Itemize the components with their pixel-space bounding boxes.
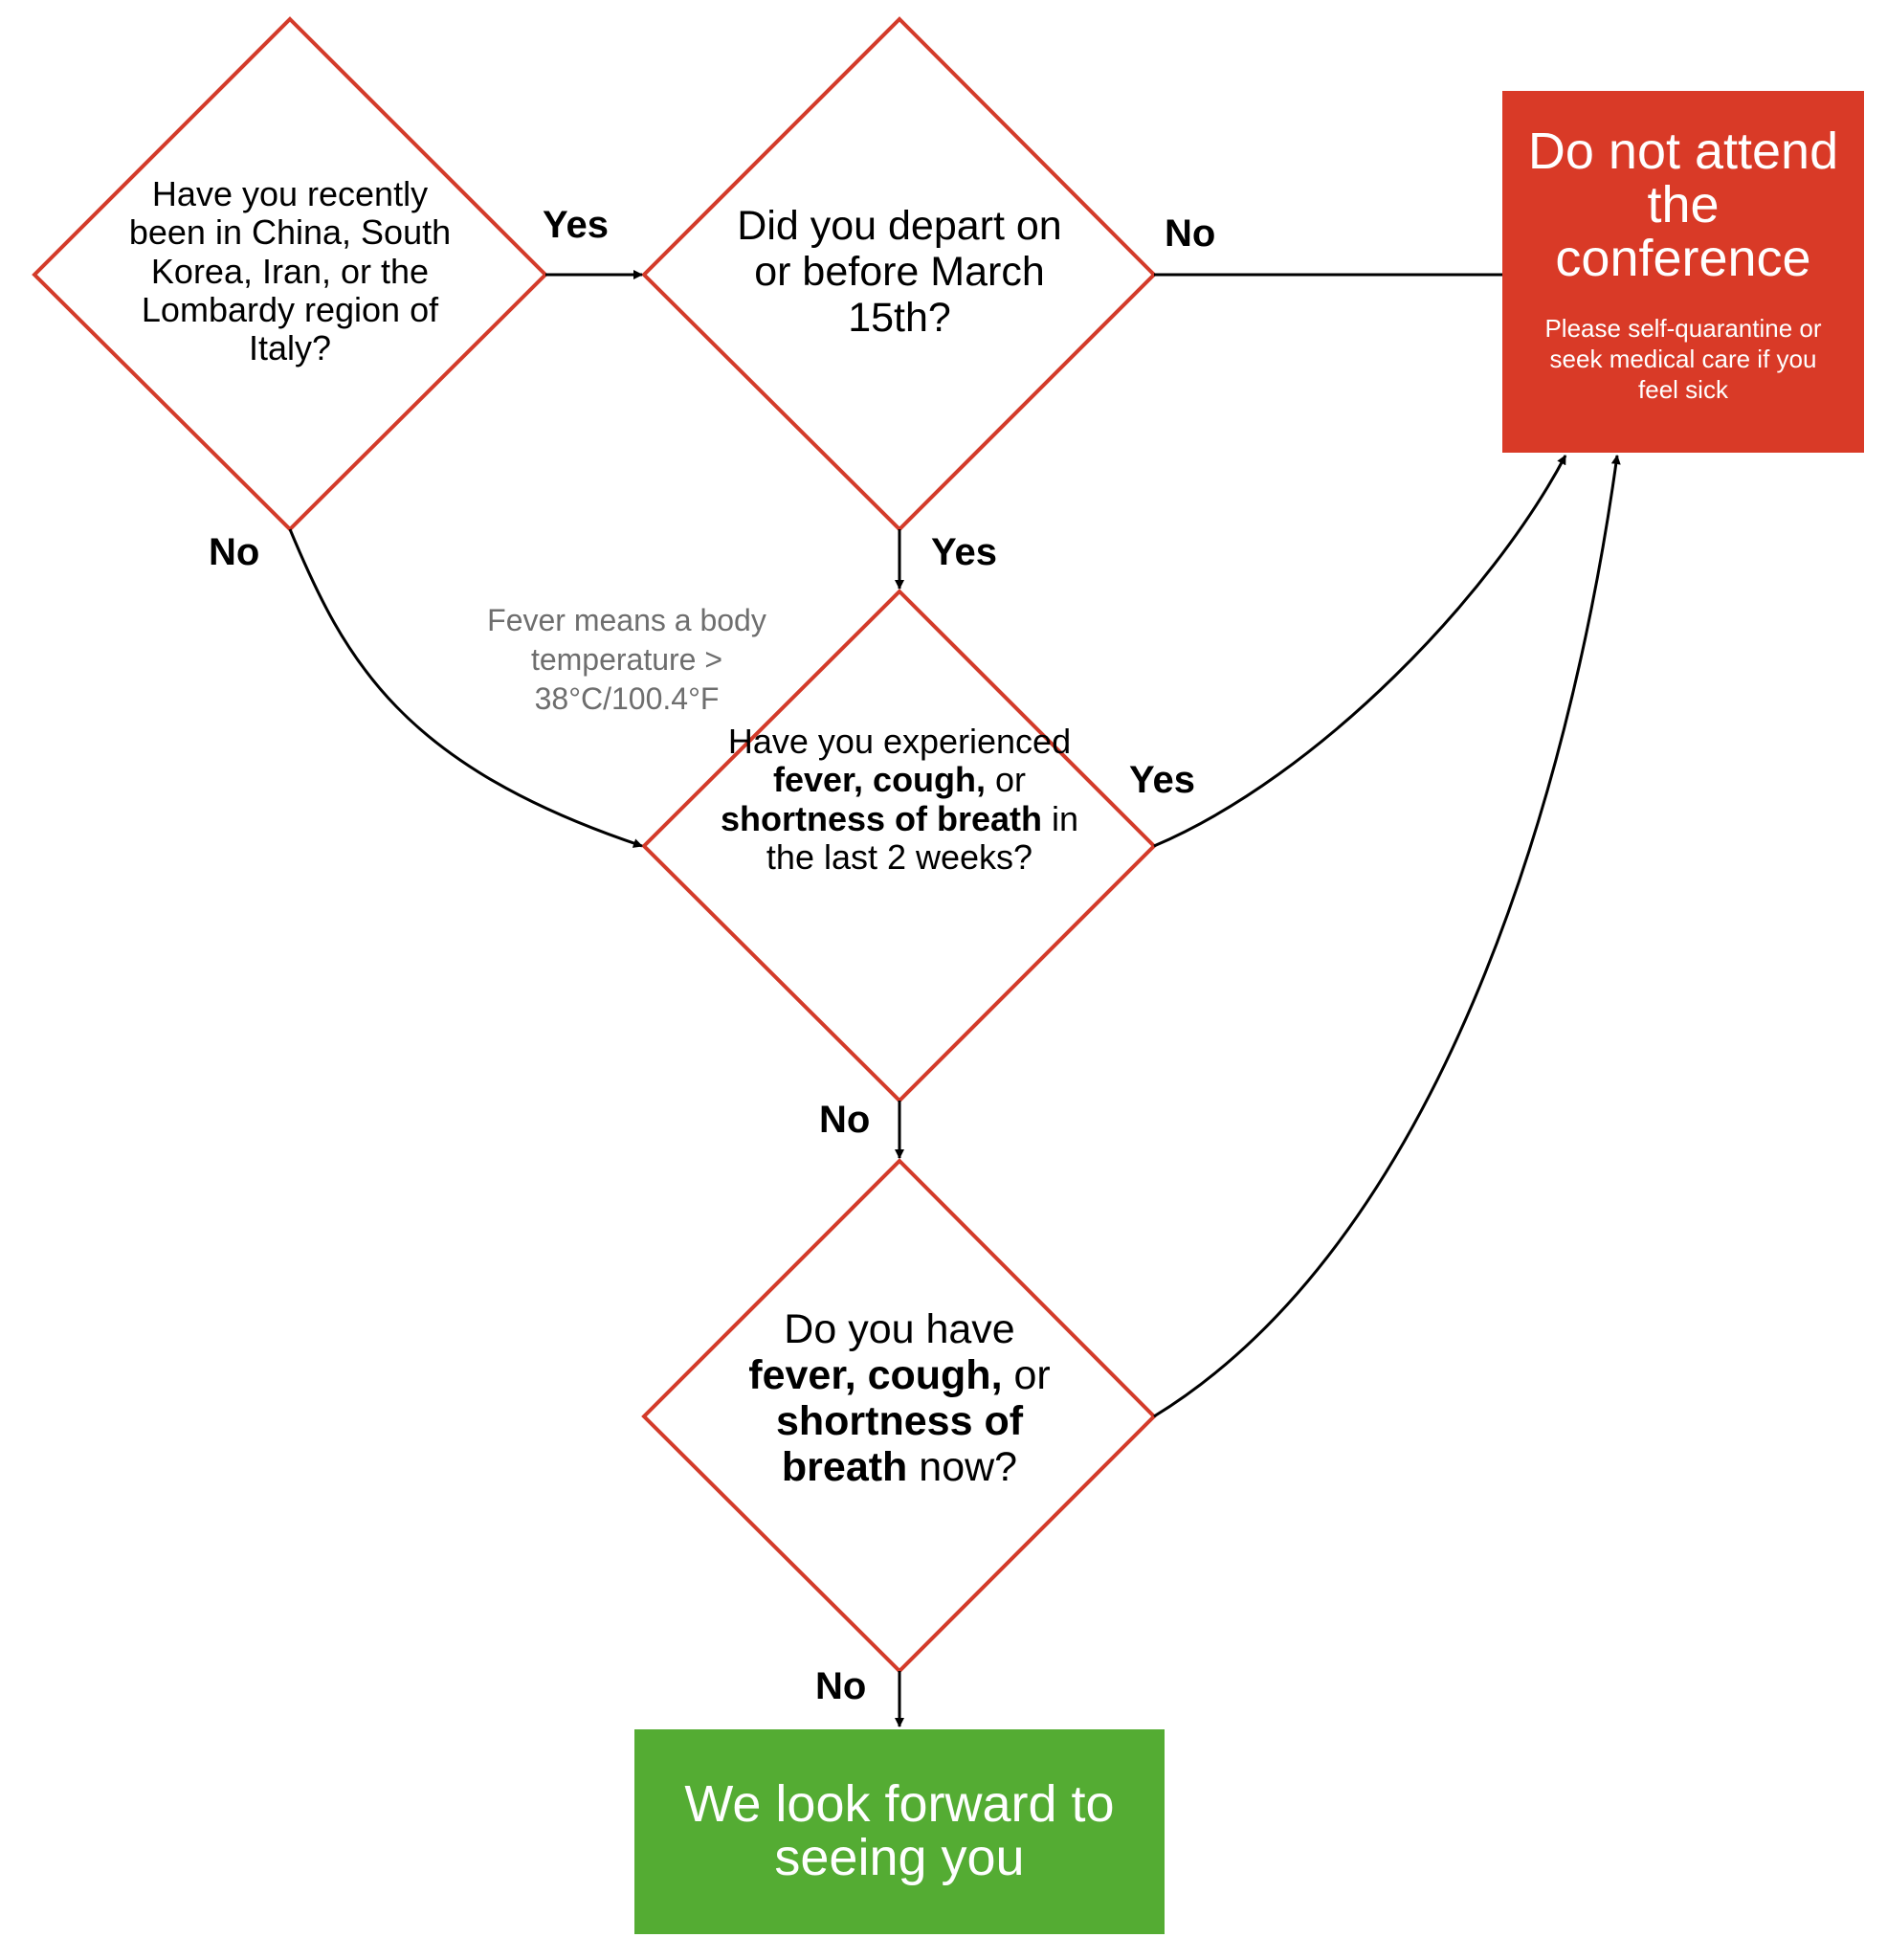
label-travel-yes: Yes (543, 204, 609, 246)
label-travel-no: No (209, 531, 260, 573)
fever-note: Fever means a body temperature > 38°C/10… (487, 603, 766, 716)
stop-box-shape (1502, 91, 1864, 453)
stop-box-title: Do not attend the conference (1527, 122, 1839, 288)
label-departure-yes: Yes (931, 531, 997, 573)
question-travel: Have you recently been in China, South K… (128, 174, 452, 368)
question-past-bold-fever: fever, (772, 760, 864, 800)
label-current-no: No (815, 1665, 867, 1707)
question-current-symptoms: Do you have fever, cough, or shortness o… (732, 1306, 1067, 1491)
question-current-text-3 (972, 1398, 984, 1444)
go-box: We look forward to seeing you (634, 1777, 1165, 1884)
question-current-text-4: now? (907, 1444, 1018, 1491)
question-past-bold-breath: shortness of breath (720, 798, 1043, 838)
question-past-text-2 (863, 760, 873, 799)
edge-current-yes (1153, 455, 1621, 1418)
question-departure: Did you depart on or before March 15th? (737, 203, 1062, 342)
question-past-text-3: or (986, 760, 1027, 800)
stop-box-subtitle: Please self-quarantine or seek medical c… (1544, 314, 1822, 404)
go-box-title: We look forward to seeing you (684, 1775, 1115, 1887)
question-past-symptoms: Have you experienced fever, cough, or sh… (713, 722, 1086, 877)
label-past-yes: Yes (1129, 759, 1195, 801)
question-past-text-4: in the last 2 weeks? (766, 798, 1079, 877)
question-current-bold-2: shortness (775, 1398, 973, 1445)
question-current-text-1: Do you have (784, 1306, 1015, 1352)
label-past-no: No (819, 1099, 871, 1141)
stop-box: Do not attend the conference Please self… (1502, 124, 1864, 406)
question-past-text-1: Have you experienced (727, 722, 1072, 761)
question-current-bold-1: fever, cough, (748, 1352, 1003, 1399)
question-current-text-2: or (1002, 1352, 1051, 1399)
question-current-bold-3: of breath (781, 1398, 1024, 1491)
go-box-shape (634, 1729, 1165, 1934)
edge-past-yes (1153, 455, 1567, 848)
edge-travel-no (288, 528, 643, 848)
label-departure-no: No (1165, 212, 1216, 255)
question-past-bold-cough: cough, (873, 760, 987, 800)
